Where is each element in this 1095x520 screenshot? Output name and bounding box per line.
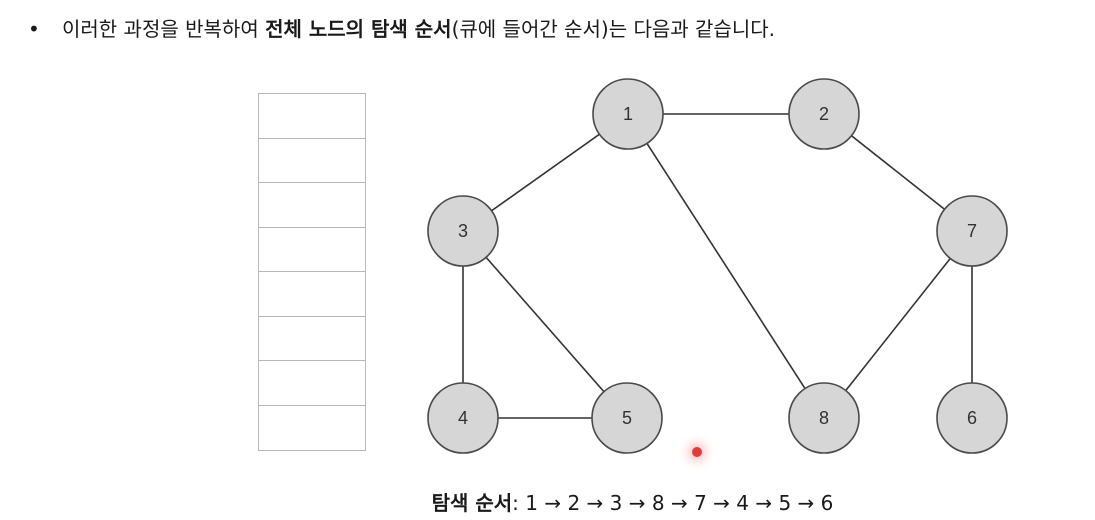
node-circle <box>427 195 499 267</box>
search-order: 탐색 순서: 1 → 2 → 3 → 8 → 7 → 4 → 5 → 6 <box>0 488 1095 518</box>
node-5: 5 <box>591 382 663 454</box>
queue-cell <box>259 272 365 317</box>
node-circle <box>592 78 664 150</box>
edge-3-5 <box>462 230 628 419</box>
node-circle <box>427 382 499 454</box>
laser-pointer-dot <box>692 447 702 457</box>
node-6: 6 <box>936 382 1008 454</box>
queue-cell <box>259 361 365 406</box>
search-order-sequence: 1 → 2 → 3 → 8 → 7 → 4 → 5 → 6 <box>525 491 834 515</box>
node-circle <box>788 78 860 150</box>
node-8: 8 <box>788 382 860 454</box>
node-1: 1 <box>592 78 664 150</box>
node-label: 3 <box>458 221 468 241</box>
queue-cell <box>259 183 365 228</box>
graph-edges <box>462 113 973 419</box>
instruction-bold: 전체 노드의 탐색 순서 <box>265 17 452 41</box>
queue-cell <box>259 139 365 183</box>
node-circle <box>936 382 1008 454</box>
node-circle <box>788 382 860 454</box>
queue-cell <box>259 94 365 139</box>
node-label: 8 <box>819 408 829 428</box>
node-label: 4 <box>458 408 468 428</box>
instruction-part1: 이러한 과정을 반복하여 <box>62 17 266 41</box>
node-3: 3 <box>427 195 499 267</box>
node-7: 7 <box>936 195 1008 267</box>
instruction-text: • 이러한 과정을 반복하여 전체 노드의 탐색 순서(큐에 들어간 순서)는 다… <box>28 14 775 44</box>
queue-box <box>258 93 366 451</box>
edge-7-8 <box>823 230 973 419</box>
edge-1-8 <box>627 113 825 419</box>
graph-nodes: 1 2 3 7 4 5 8 6 <box>427 78 1008 454</box>
node-label: 2 <box>819 104 829 124</box>
instruction-part2: (큐에 들어간 순서)는 다음과 같습니다. <box>451 17 775 41</box>
search-order-colon: : <box>512 491 526 515</box>
node-label: 6 <box>967 408 977 428</box>
queue-cell <box>259 228 365 272</box>
node-label: 5 <box>622 408 632 428</box>
node-circle <box>936 195 1008 267</box>
node-label: 7 <box>967 221 977 241</box>
node-circle <box>591 382 663 454</box>
node-label: 1 <box>623 104 633 124</box>
node-4: 4 <box>427 382 499 454</box>
search-order-label: 탐색 순서 <box>431 491 513 515</box>
bullet: • <box>28 17 40 41</box>
node-2: 2 <box>788 78 860 150</box>
queue-cell <box>259 317 365 361</box>
